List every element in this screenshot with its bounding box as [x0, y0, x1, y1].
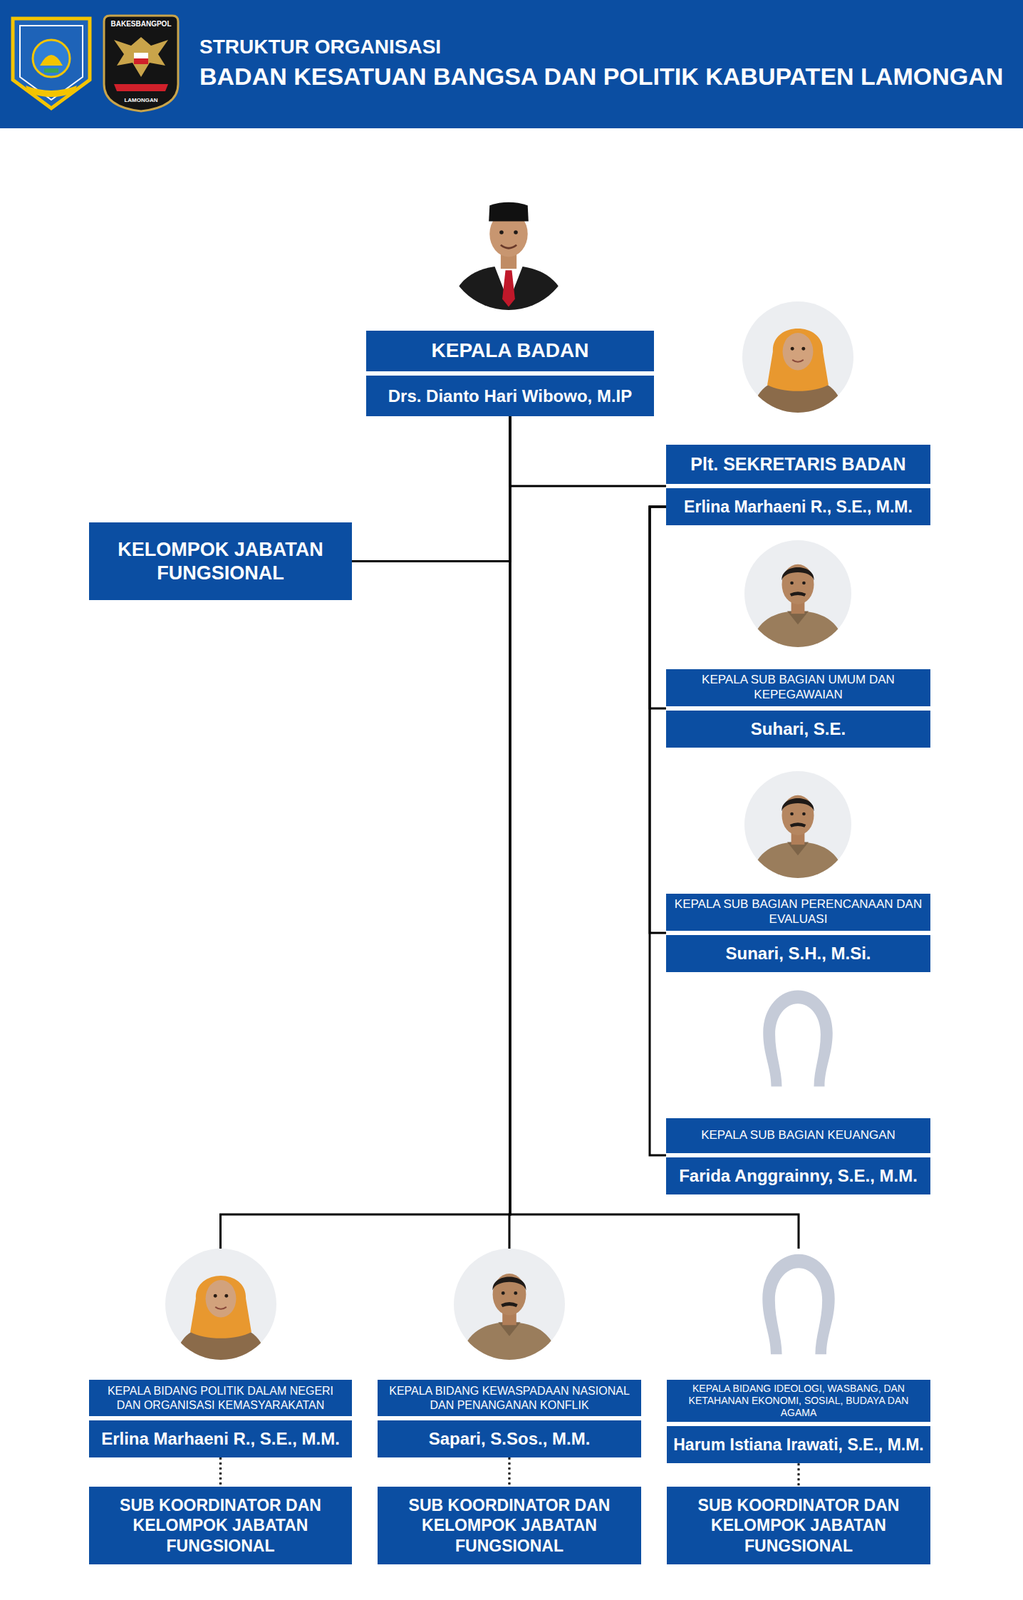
name-band: Drs. Dianto Hari Wibowo, M.IP [366, 375, 654, 417]
org-node: Plt. SEKRETARIS BADAN Erlina Marhaeni R.,… [666, 301, 931, 526]
org-node: KEPALA BIDANG IDEOLOGI, WASBANG, DAN KET… [666, 1248, 931, 1463]
org-node: KEPALA BIDANG KEWASPADAAN NASIONAL DAN P… [377, 1248, 642, 1457]
person-name: Drs. Dianto Hari Wibowo, M.IP [388, 385, 632, 407]
org-connector [649, 506, 667, 933]
position-title: SUB KOORDINATOR DAN KELOMPOK JABATAN FUN… [94, 1494, 347, 1555]
person-name: Sunari, S.H., M.Si. [725, 942, 871, 964]
org-node: SUB KOORDINATOR DAN KELOMPOK JABATAN FUN… [377, 1486, 642, 1564]
org-node: KELOMPOK JABATAN FUNGSIONAL [89, 522, 352, 600]
name-band: Suhari, S.E. [666, 710, 931, 748]
photo-space [89, 1248, 352, 1380]
org-node: KEPALA BIDANG POLITIK DALAM NEGERI DAN O… [89, 1248, 352, 1457]
position-title: KEPALA SUB BAGIAN PERENCANAAN DAN EVALUA… [671, 896, 925, 927]
org-node: SUB KOORDINATOR DAN KELOMPOK JABATAN FUN… [89, 1486, 352, 1564]
dotted-connector [797, 1462, 801, 1487]
dotted-connector [508, 1456, 511, 1487]
photo-space [666, 984, 931, 1118]
person-name: Harum Istiana Irawati, S.E., M.M. [673, 1434, 924, 1454]
position-title: Plt. SEKRETARIS BADAN [690, 453, 906, 476]
photo-space [666, 539, 931, 669]
org-node: KEPALA SUB BAGIAN UMUM DAN KEPEGAWAIAN Su… [666, 539, 931, 748]
position-title: SUB KOORDINATOR DAN KELOMPOK JABATAN FUN… [672, 1494, 925, 1555]
name-band: Erlina Marhaeni R., S.E., M.M. [89, 1419, 352, 1457]
position-title: KEPALA BIDANG IDEOLOGI, WASBANG, DAN KET… [672, 1382, 925, 1419]
name-band: Farida Anggrainny, S.E., M.M. [666, 1156, 931, 1194]
title-band: SUB KOORDINATOR DAN KELOMPOK JABATAN FUN… [89, 1486, 352, 1564]
name-band: Sapari, S.Sos., M.M. [377, 1419, 642, 1457]
header-title: STRUKTUR ORGANISASI [199, 35, 441, 59]
org-connector [509, 416, 511, 1249]
org-connector [351, 416, 511, 562]
person-name: Sapari, S.Sos., M.M. [428, 1427, 591, 1449]
position-title: KELOMPOK JABATAN FUNGSIONAL [94, 537, 347, 585]
logo-text: BAKESBANGPOL [106, 19, 176, 29]
org-node: KEPALA SUB BAGIAN PERENCANAAN DAN EVALUA… [666, 770, 931, 972]
title-band: KEPALA SUB BAGIAN KEUANGAN [666, 1117, 931, 1153]
org-node: KEPALA BADAN Drs. Dianto Hari Wibowo, M.I… [366, 183, 654, 417]
photo-space [666, 301, 931, 445]
title-band: KEPALA BIDANG IDEOLOGI, WASBANG, DAN KET… [666, 1379, 931, 1422]
org-node: SUB KOORDINATOR DAN KELOMPOK JABATAN FUN… [666, 1486, 931, 1564]
title-band: KEPALA BIDANG POLITIK DALAM NEGERI DAN O… [89, 1379, 352, 1416]
position-title: KEPALA BIDANG POLITIK DALAM NEGERI DAN O… [94, 1383, 347, 1412]
photo-space [666, 770, 931, 894]
position-title: KEPALA SUB BAGIAN UMUM DAN KEPEGAWAIAN [671, 672, 925, 702]
person-name: Suhari, S.E. [750, 718, 846, 739]
logo-text: LAMONGAN [106, 96, 176, 104]
title-band: KEPALA BADAN [366, 330, 654, 372]
org-connector [649, 506, 667, 1155]
title-band: KEPALA SUB BAGIAN UMUM DAN KEPEGAWAIAN [666, 668, 931, 706]
title-band: Plt. SEKRETARIS BADAN [666, 444, 931, 484]
org-node: KEPALA SUB BAGIAN KEUANGAN Farida Anggrai… [666, 984, 931, 1194]
position-title: KEPALA BIDANG KEWASPADAAN NASIONAL DAN P… [383, 1383, 636, 1412]
position-title: SUB KOORDINATOR DAN KELOMPOK JABATAN FUN… [383, 1494, 636, 1555]
photo-space [366, 183, 654, 331]
person-name: Erlina Marhaeni R., S.E., M.M. [683, 496, 913, 517]
name-band: Harum Istiana Irawati, S.E., M.M. [666, 1425, 931, 1463]
dotted-connector [219, 1456, 222, 1487]
position-title: KEPALA SUB BAGIAN KEUANGAN [700, 1127, 896, 1143]
title-band: KELOMPOK JABATAN FUNGSIONAL [89, 522, 352, 600]
org-connector [649, 506, 667, 709]
photo-space [666, 1248, 931, 1380]
title-band: SUB KOORDINATOR DAN KELOMPOK JABATAN FUN… [377, 1486, 642, 1564]
title-band: KEPALA SUB BAGIAN PERENCANAAN DAN EVALUA… [666, 893, 931, 931]
position-title: KEPALA BADAN [431, 338, 590, 363]
header-subtitle: BADAN KESATUAN BANGSA DAN POLITIK KABUPA… [199, 62, 1004, 91]
title-band: SUB KOORDINATOR DAN KELOMPOK JABATAN FUN… [666, 1486, 931, 1564]
person-name: Farida Anggrainny, S.E., M.M. [678, 1164, 918, 1186]
title-band: KEPALA BIDANG KEWASPADAAN NASIONAL DAN P… [377, 1379, 642, 1416]
name-band: Sunari, S.H., M.Si. [666, 934, 931, 972]
name-band: Erlina Marhaeni R., S.E., M.M. [666, 487, 931, 526]
org-connector [510, 416, 667, 486]
person-name: Erlina Marhaeni R., S.E., M.M. [101, 1427, 340, 1449]
photo-space [377, 1248, 642, 1380]
